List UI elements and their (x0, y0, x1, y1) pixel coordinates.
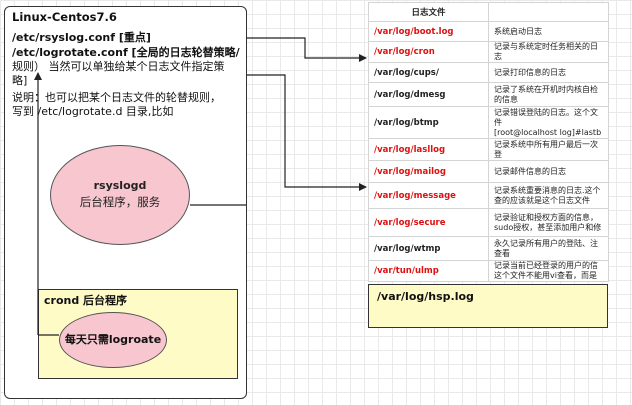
log-desc: 记录错误登陆的日志。这个文件[root@localhost log]#lastb (488, 106, 609, 139)
table-row: /var/tun/ulmp 记录当前已经登录的用户的信这个文件不能用vi查看，而… (368, 260, 609, 282)
log-path: /var/log/message (368, 182, 489, 209)
table-row: /var/log/cups/ 记录打印信息的日志 (368, 62, 609, 83)
rsyslogd-name: rsyslogd (93, 179, 147, 192)
crond-label: crond 后台程序 (44, 294, 128, 307)
table-row: /var/log/mailog 记录邮件信息的日志 (368, 160, 609, 183)
table-row: /var/log/lasllog 记录系统中所有用户最后一次登 (368, 138, 609, 161)
table-row: /var/log/dmesg 记录了系统在开机时内核自检的信息 (368, 82, 609, 107)
daily-logrotate-node: 每天只需logroate (59, 312, 167, 368)
logrotate-desc-cont: 略] (12, 74, 28, 87)
rsyslogd-to-table-arrow (246, 74, 367, 191)
hsp-log-box: /var/log/hsp.log (368, 284, 608, 328)
log-desc: 记录验证和授权方面的信息，sudo授权，甚至添加用户和修 (488, 208, 609, 237)
log-files-table: 日志文件 /var/log/boot.log 系统启动日志 /var/log/c… (368, 2, 609, 282)
log-desc: 记录当前已经登录的用户的信这个文件不能用vi查看，而是 (488, 260, 609, 282)
frame-title: Linux-Centos7.6 (12, 10, 117, 24)
table-row: /var/log/btmp 记录错误登陆的日志。这个文件[root@localh… (368, 106, 609, 139)
table-row: /var/log/cron 记录与系统定时任务相关的日志 (368, 41, 609, 63)
rsyslogd-node: rsyslogd 后台程序，服务 (50, 145, 190, 245)
rsyslog-conf-line: /etc/rsyslog.conf [重点] (12, 31, 151, 44)
table-row: /var/log/secure 记录验证和授权方面的信息，sudo授权，甚至添加… (368, 208, 609, 237)
log-path: /var/log/btmp (368, 106, 489, 139)
log-desc: 记录了系统在开机时内核自检的信息 (488, 82, 609, 107)
note-line: 说明：也可以把某个日志文件的轮替规则， (12, 91, 221, 104)
hsp-log-label: /var/log/hsp.log (377, 290, 474, 303)
log-path: /var/log/secure (368, 208, 489, 237)
logrotate-conf-line: /etc/logrotate.conf [全局的日志轮替策略/ (12, 46, 240, 59)
logrotate-desc-line: 规则） 当然可以单独给某个日志文件指定策 (12, 60, 225, 73)
rsyslogd-desc: 后台程序，服务 (79, 195, 161, 209)
note-line-2: 写到 /etc/logrotate.d 目录,比如 (12, 105, 174, 118)
table-row: /var/log/message 记录系统重要消息的日志.这个查的应该就是这个日… (368, 182, 609, 209)
log-desc: 记录与系统定时任务相关的日志 (488, 41, 609, 63)
conf-to-table-arrow (246, 37, 367, 62)
